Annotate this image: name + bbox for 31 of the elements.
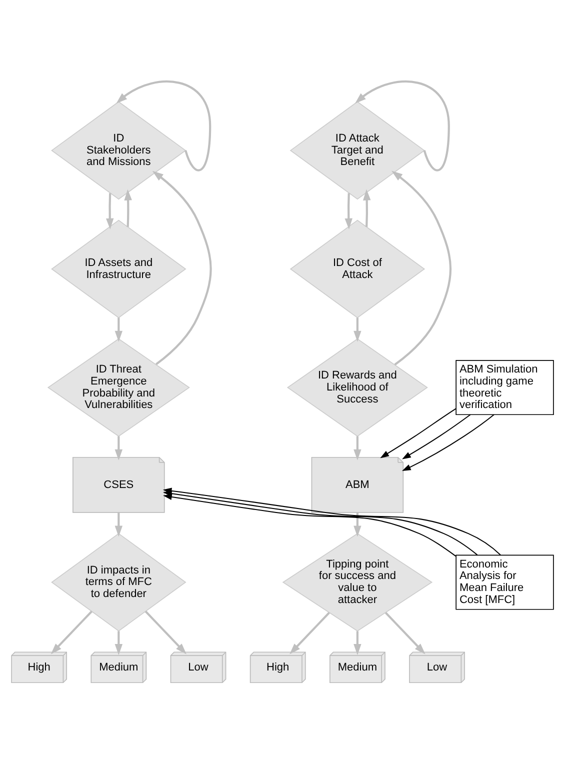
arrow <box>116 80 212 172</box>
node-diamond: ID Cost of Attack <box>290 220 426 318</box>
arrow <box>152 170 212 366</box>
node-box: Economic Analysis for Mean Failure Cost [MFC] <box>456 554 554 610</box>
arrow <box>392 170 452 366</box>
arrow <box>114 512 123 537</box>
arrow <box>114 631 123 656</box>
arrow <box>354 512 362 537</box>
arrow <box>355 80 450 172</box>
arrow <box>344 193 352 230</box>
node-diamond: ID Assets and Infrastructure <box>51 220 186 318</box>
arrow <box>363 189 371 227</box>
arrow <box>114 318 123 342</box>
arrow <box>354 318 362 342</box>
arrow <box>354 436 362 460</box>
node-diamond: ID Threat Emergence Probability and Vulnerabilities <box>47 338 190 437</box>
arrow <box>384 612 426 654</box>
node-diamond: ID Rewards and Likelihood of Success <box>286 338 428 437</box>
node-diamond: Tipping point for success and value to attacker <box>282 533 433 632</box>
arrow <box>402 414 494 472</box>
arrow <box>114 436 123 460</box>
node-diamond: ID impacts in terms of MFC to defender <box>51 533 186 632</box>
arrow <box>144 610 186 654</box>
arrow <box>124 189 132 227</box>
arrow <box>106 193 114 230</box>
arrow <box>50 610 92 654</box>
arrow <box>380 408 456 458</box>
arrow <box>290 612 330 654</box>
arrow <box>402 414 471 460</box>
node-box: ABM Simulation including game theoretic verification <box>456 360 554 416</box>
arrow <box>354 631 362 656</box>
